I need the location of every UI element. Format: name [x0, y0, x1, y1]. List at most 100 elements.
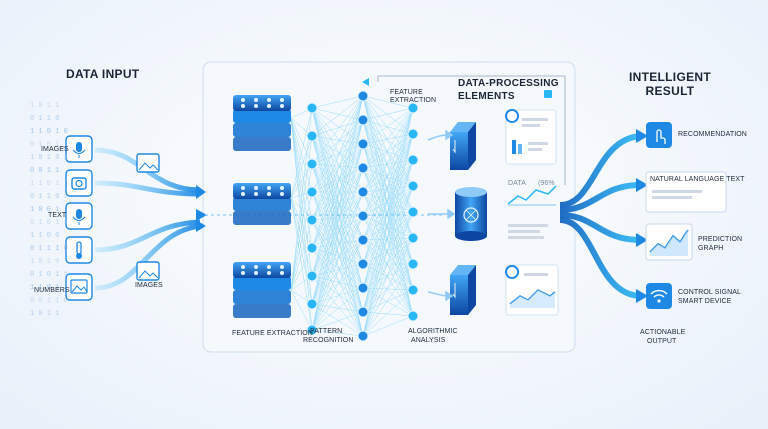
- network-edge: [311, 191, 364, 305]
- network-edge: [290, 163, 313, 291]
- network-edge: [362, 237, 414, 337]
- network-edge: [362, 95, 414, 135]
- label-percent: (96%: [538, 180, 555, 187]
- network-edge: [362, 185, 414, 241]
- network-edge: [290, 197, 313, 249]
- heading-data-input: DATA INPUT: [66, 67, 140, 81]
- network-edge: [362, 239, 414, 291]
- network-edge: [311, 135, 364, 145]
- network-node: [407, 206, 419, 218]
- network-edge: [362, 167, 414, 317]
- network-edge: [362, 143, 414, 161]
- network-edge: [311, 119, 364, 331]
- label-pattern-1: PATTERN: [310, 328, 343, 335]
- network-edge: [311, 167, 364, 249]
- network-edge: [362, 211, 414, 217]
- network-node: [407, 284, 419, 296]
- heading-processing-1: DATA-PROCESSING: [458, 78, 559, 89]
- network-node: [306, 186, 318, 198]
- label-control-2: SMART DEVICE: [678, 298, 732, 305]
- network-edge: [311, 263, 364, 331]
- cube-node: [254, 98, 258, 102]
- network-edge: [362, 119, 414, 265]
- network-edge: [311, 107, 364, 241]
- binary-line: 0 1 0 1 1: [30, 219, 68, 227]
- network-edge: [362, 107, 414, 241]
- network-edge: [311, 119, 364, 165]
- network-edge: [290, 117, 313, 249]
- network-edge: [311, 191, 364, 221]
- network-node: [357, 282, 369, 294]
- cube-node: [254, 104, 258, 108]
- network-edge: [362, 95, 414, 109]
- label-actionable-1: ACTIONABLE: [640, 329, 686, 336]
- network-edge: [311, 95, 364, 193]
- network-edge: [290, 107, 313, 199]
- network-edge: [311, 107, 364, 121]
- server-icon: [450, 122, 476, 170]
- network-edge: [362, 119, 414, 317]
- network-edge: [362, 133, 414, 217]
- cube-node: [280, 104, 284, 108]
- cube-node: [280, 271, 284, 275]
- network-edge: [362, 215, 414, 291]
- network-edge: [362, 237, 414, 289]
- network-edge: [362, 289, 414, 313]
- network-edge: [311, 287, 364, 305]
- cube-node: [254, 192, 258, 196]
- network-edge: [290, 197, 313, 305]
- network-node: [407, 310, 419, 322]
- network-edge: [362, 119, 414, 187]
- network-edge: [311, 215, 364, 277]
- cube-node: [267, 265, 271, 269]
- network-edge: [362, 143, 414, 239]
- network-edge: [362, 159, 414, 289]
- network-edge: [311, 311, 364, 331]
- network-edge: [362, 119, 414, 239]
- network-edge: [362, 159, 414, 193]
- network-edge: [362, 167, 414, 213]
- network-edge: [362, 119, 414, 135]
- network-edge: [311, 163, 364, 193]
- network-edge: [311, 215, 364, 221]
- network-edge: [311, 303, 364, 313]
- network-edge: [362, 133, 414, 193]
- network-edge: [311, 135, 364, 169]
- binary-line: 1 0 1 1: [30, 102, 60, 110]
- network-edge: [362, 119, 414, 161]
- network-edge: [362, 167, 414, 187]
- network-edge: [362, 159, 414, 337]
- binary-line: 0 1 0 1: [30, 141, 60, 149]
- network-edge: [362, 211, 414, 337]
- network-edge: [362, 143, 414, 265]
- network-edge: [362, 185, 414, 193]
- network-edge: [290, 135, 313, 199]
- network-edge: [311, 247, 364, 337]
- label-control-1: CONTROL SIGNAL: [678, 289, 741, 296]
- network-edge: [290, 117, 313, 331]
- network-edge: [311, 95, 364, 331]
- network-edge: [362, 107, 414, 337]
- cube-node: [241, 192, 245, 196]
- label-feature-extraction: FEATURE EXTRACTION: [232, 330, 314, 337]
- network-node: [407, 258, 419, 270]
- network-edge: [362, 211, 414, 265]
- network-edge: [362, 159, 414, 169]
- label-images: IMAGES: [41, 146, 69, 153]
- binary-line: 0 1 1 0 1: [30, 193, 68, 201]
- network-edge: [362, 239, 414, 265]
- feature-extraction-cubes: [233, 95, 291, 318]
- callout-line: [377, 75, 566, 185]
- label-data: DATA: [508, 180, 527, 187]
- network-edge: [290, 289, 313, 331]
- network-edge: [362, 143, 414, 187]
- network-edge: [311, 143, 364, 193]
- network-edge: [311, 287, 364, 331]
- network-edge: [362, 287, 414, 291]
- network-edge: [362, 159, 414, 265]
- network-edge: [362, 133, 414, 145]
- network-edge: [311, 247, 364, 313]
- neural-network-nodes: [306, 90, 419, 342]
